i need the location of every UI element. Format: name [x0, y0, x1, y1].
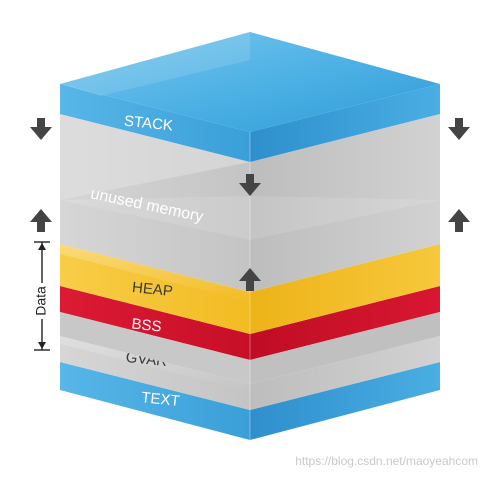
data-bracket-label: Data: [33, 286, 49, 316]
bss-segment: BSS: [60, 286, 440, 360]
heap-segment: HEAP: [60, 244, 440, 334]
text-segment-right-face: [250, 362, 440, 440]
stack-segment-right-face: [250, 84, 440, 162]
data-bracket-top-arrow: [38, 243, 46, 250]
heap-segment-shine: [60, 244, 250, 302]
arrow-up-left-heap: [30, 209, 52, 232]
cube-top-face: [60, 32, 440, 132]
unused-memory-reflection: [60, 114, 250, 200]
heap-segment-left-face: [60, 244, 250, 334]
unused-memory-glare: [60, 196, 440, 240]
cube-top-highlight: [60, 32, 250, 96]
arrow-down-right-stack: [448, 118, 470, 140]
text-segment-left-face: [60, 362, 250, 440]
stack-segment-label: STACK: [123, 113, 173, 135]
data-bracket-label-bg: [33, 283, 51, 319]
heap-segment-right-face: [250, 244, 440, 334]
watermark-text: https://blog.csdn.net/maoyeahcom: [295, 454, 478, 468]
arrow-up-right-heap: [448, 209, 470, 232]
text-segment: TEXT: [60, 362, 440, 440]
bss-gvar-gap: [60, 312, 440, 384]
text-segment-label: TEXT: [141, 389, 181, 410]
data-bracket: Data: [33, 241, 51, 351]
arrow-down-center-stack: [239, 174, 261, 196]
stack-segment-left-face: [60, 84, 250, 162]
bss-segment-right-face: [250, 286, 440, 360]
bss-segment-label: BSS: [131, 316, 163, 336]
gvar-segment-shine: [60, 336, 250, 392]
arrow-up-center-heap: [239, 268, 261, 291]
stack-segment: STACK: [60, 84, 440, 162]
heap-segment-label: HEAP: [131, 279, 173, 300]
gvar-segment-right-face: [250, 336, 440, 410]
unused-memory-segment: unused memory: [60, 114, 440, 292]
bss-gvar-gap-left-face: [60, 312, 250, 384]
cube-top: [60, 32, 440, 132]
bss-gvar-gap-right-face: [250, 312, 440, 384]
gvar-segment: GVAR: [60, 336, 440, 410]
bss-segment-left-face: [60, 286, 250, 360]
arrow-down-left-stack: [30, 118, 52, 140]
data-bracket-bottom-arrow: [38, 342, 46, 349]
unused-memory-right-face: [250, 114, 440, 292]
